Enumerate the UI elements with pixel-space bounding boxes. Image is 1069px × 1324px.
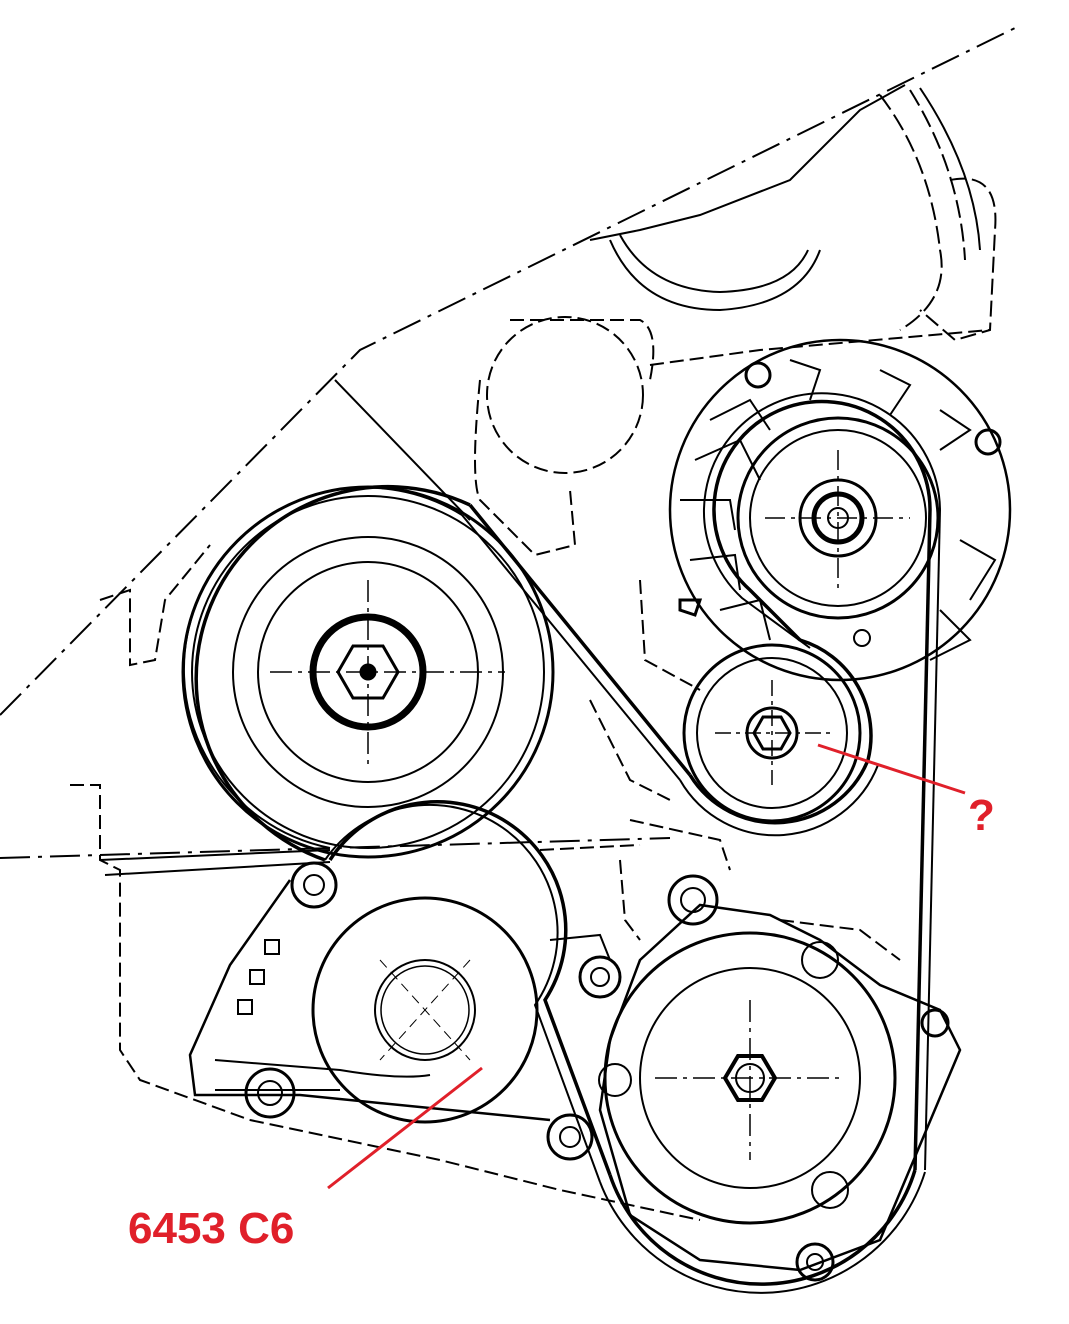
callout-question-leader [817,743,966,795]
callout-question: ? [817,743,995,840]
callout-part-label: 6453 C6 [128,1204,294,1253]
lower-right-pulley [546,874,962,1282]
callout-part-number: 6453 C6 [128,1066,483,1253]
idler-pulley [682,643,862,823]
drive-belt [182,392,941,1294]
engine-block-outline [0,27,1016,1221]
callout-question-label: ? [968,791,995,840]
alternator [668,338,1012,682]
pump-pulley [188,861,551,1124]
callout-part-leader [327,1066,483,1190]
